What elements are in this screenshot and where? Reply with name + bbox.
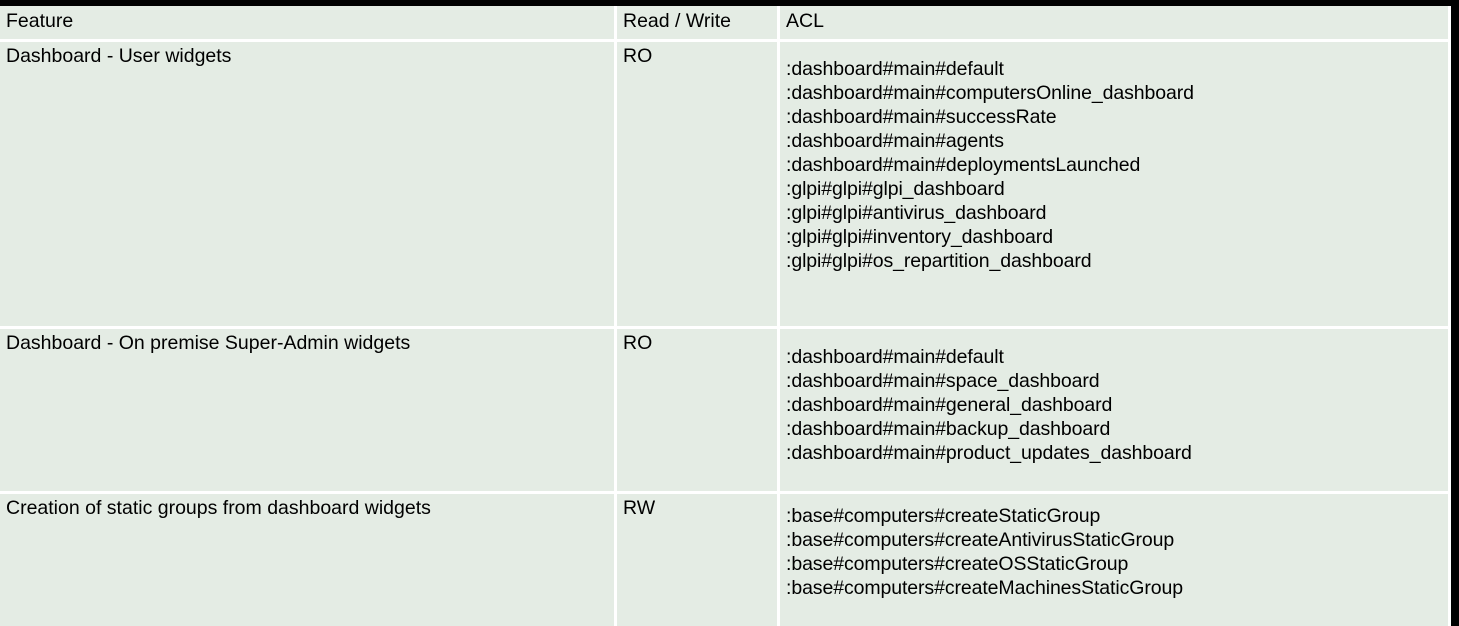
- acl-entry: :dashboard#main#agents: [786, 130, 1004, 152]
- cell-read-write: RO: [617, 329, 780, 494]
- cell-acl: :dashboard#main#default :dashboard#main#…: [780, 329, 1451, 494]
- acl-entry: :dashboard#main#general_dashboard: [786, 394, 1113, 416]
- acl-entry: :base#computers#createMachinesStaticGrou…: [786, 577, 1183, 599]
- acl-entry: :dashboard#main#product_updates_dashboar…: [786, 442, 1192, 464]
- column-header-acl: ACL: [780, 6, 1451, 42]
- feature-label: Dashboard - On premise Super-Admin widge…: [6, 332, 411, 354]
- acl-entry: :glpi#glpi#inventory_dashboard: [786, 226, 1053, 248]
- acl-entry: :base#computers#createAntivirusStaticGro…: [786, 529, 1175, 551]
- column-header-acl-label: ACL: [786, 10, 824, 32]
- feature-label: Dashboard - User widgets: [6, 45, 232, 67]
- table-row: Dashboard - On premise Super-Admin widge…: [0, 329, 1451, 494]
- acl-entry: :dashboard#main#computersOnline_dashboar…: [786, 82, 1194, 104]
- column-header-feature-label: Feature: [6, 10, 74, 32]
- acl-list: :dashboard#main#default :dashboard#main#…: [786, 331, 1442, 465]
- feature-label: Creation of static groups from dashboard…: [6, 497, 431, 519]
- top-frame-bar: [0, 0, 1459, 6]
- acl-entry: :dashboard#main#default: [786, 58, 1004, 80]
- acl-entry: :base#computers#createStaticGroup: [786, 505, 1101, 527]
- column-header-read-write-label: Read / Write: [623, 10, 732, 32]
- cell-acl: :base#computers#createStaticGroup :base#…: [780, 494, 1451, 626]
- read-write-value: RO: [623, 332, 653, 354]
- acl-entry: :dashboard#main#backup_dashboard: [786, 418, 1111, 440]
- table-row: Creation of static groups from dashboard…: [0, 494, 1451, 626]
- table-header-row: Feature Read / Write ACL: [0, 6, 1451, 42]
- table-row: Dashboard - User widgets RO :dashboard#m…: [0, 42, 1451, 329]
- column-header-feature: Feature: [0, 6, 617, 42]
- acl-entry: :dashboard#main#deploymentsLaunched: [786, 154, 1141, 176]
- acl-entry: :glpi#glpi#antivirus_dashboard: [786, 202, 1047, 224]
- acl-entry: :base#computers#createOSStaticGroup: [786, 553, 1129, 575]
- right-frame-bar: [1451, 0, 1459, 624]
- acl-list: :dashboard#main#default :dashboard#main#…: [786, 44, 1442, 273]
- acl-entry: :dashboard#main#successRate: [786, 106, 1057, 128]
- cell-read-write: RW: [617, 494, 780, 626]
- acl-entry: :glpi#glpi#os_repartition_dashboard: [786, 250, 1092, 272]
- read-write-value: RW: [623, 497, 656, 519]
- cell-acl: :dashboard#main#default :dashboard#main#…: [780, 42, 1451, 329]
- acl-list: :base#computers#createStaticGroup :base#…: [786, 496, 1442, 600]
- read-write-value: RO: [623, 45, 653, 67]
- cell-feature: Dashboard - User widgets: [0, 42, 617, 329]
- acl-table-container: Feature Read / Write ACL Dashboard - Use…: [0, 6, 1451, 626]
- column-header-read-write: Read / Write: [617, 6, 780, 42]
- acl-entry: :dashboard#main#space_dashboard: [786, 370, 1100, 392]
- acl-entry: :dashboard#main#default: [786, 346, 1004, 368]
- feature-acl-table: Feature Read / Write ACL Dashboard - Use…: [0, 6, 1451, 626]
- acl-entry: :glpi#glpi#glpi_dashboard: [786, 178, 1005, 200]
- cell-read-write: RO: [617, 42, 780, 329]
- cell-feature: Dashboard - On premise Super-Admin widge…: [0, 329, 617, 494]
- cell-feature: Creation of static groups from dashboard…: [0, 494, 617, 626]
